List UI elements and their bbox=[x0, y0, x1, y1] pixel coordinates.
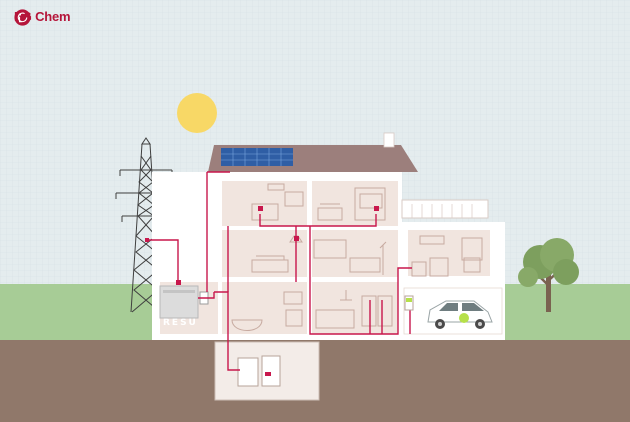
battery-icon bbox=[159, 285, 209, 319]
garage-roof bbox=[401, 199, 489, 219]
sun-icon bbox=[177, 93, 217, 133]
tree-icon bbox=[518, 238, 579, 312]
solar-panel-icon bbox=[221, 148, 293, 166]
chimney bbox=[383, 132, 395, 148]
inverter-icon bbox=[261, 355, 281, 387]
lg-chem-brand: LG Chem bbox=[14, 9, 71, 26]
meter-icon bbox=[237, 357, 259, 387]
battery-label: RESU bbox=[163, 318, 198, 328]
rooms bbox=[160, 181, 490, 334]
ev-charger-icon bbox=[404, 295, 414, 311]
electric-car-icon bbox=[427, 300, 493, 329]
utility-vault bbox=[214, 341, 320, 401]
lg-logo-icon bbox=[14, 9, 31, 26]
furniture bbox=[231, 183, 483, 331]
